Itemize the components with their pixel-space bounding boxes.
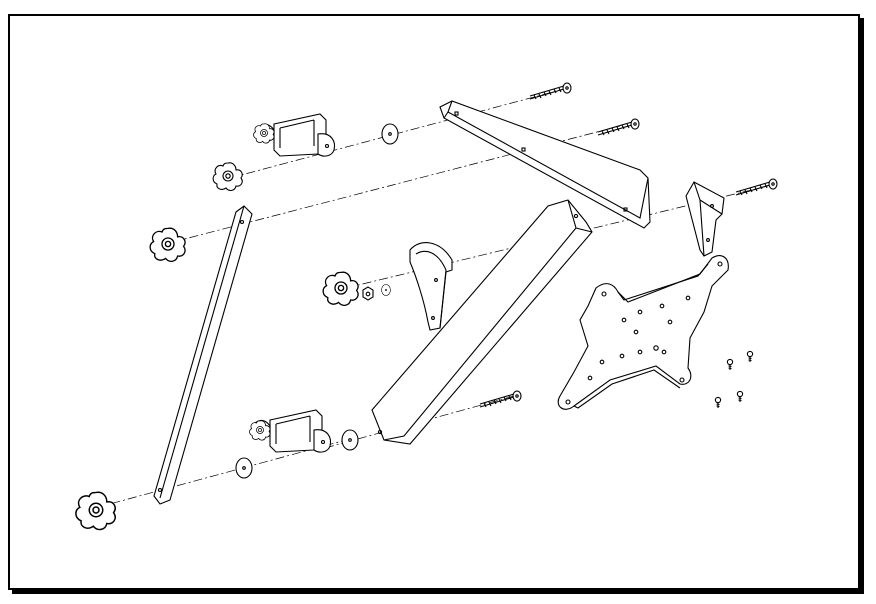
- wood-screw: [735, 178, 778, 196]
- hex-nut: [362, 286, 374, 301]
- star-knob: [212, 162, 243, 192]
- lower-arm-bar: [371, 199, 593, 445]
- wood-screw: [597, 118, 640, 136]
- star-knob: [149, 227, 186, 263]
- vesa-mount-plate: [557, 255, 729, 410]
- wood-screw: [479, 390, 522, 408]
- vertical-arm-bar: [153, 205, 253, 505]
- star-knob: [75, 491, 116, 531]
- angle-bracket: [409, 242, 453, 331]
- washer: [381, 123, 399, 145]
- upper-arm-bar: [439, 100, 651, 229]
- angle-bracket: [685, 181, 725, 257]
- wood-screw: [529, 82, 572, 100]
- washer: [235, 457, 253, 479]
- washer: [341, 429, 359, 451]
- centerline: [229, 87, 569, 179]
- centerline: [94, 439, 347, 509]
- washer: [381, 284, 391, 296]
- star-knob: [322, 271, 359, 307]
- small-screws: [714, 350, 754, 409]
